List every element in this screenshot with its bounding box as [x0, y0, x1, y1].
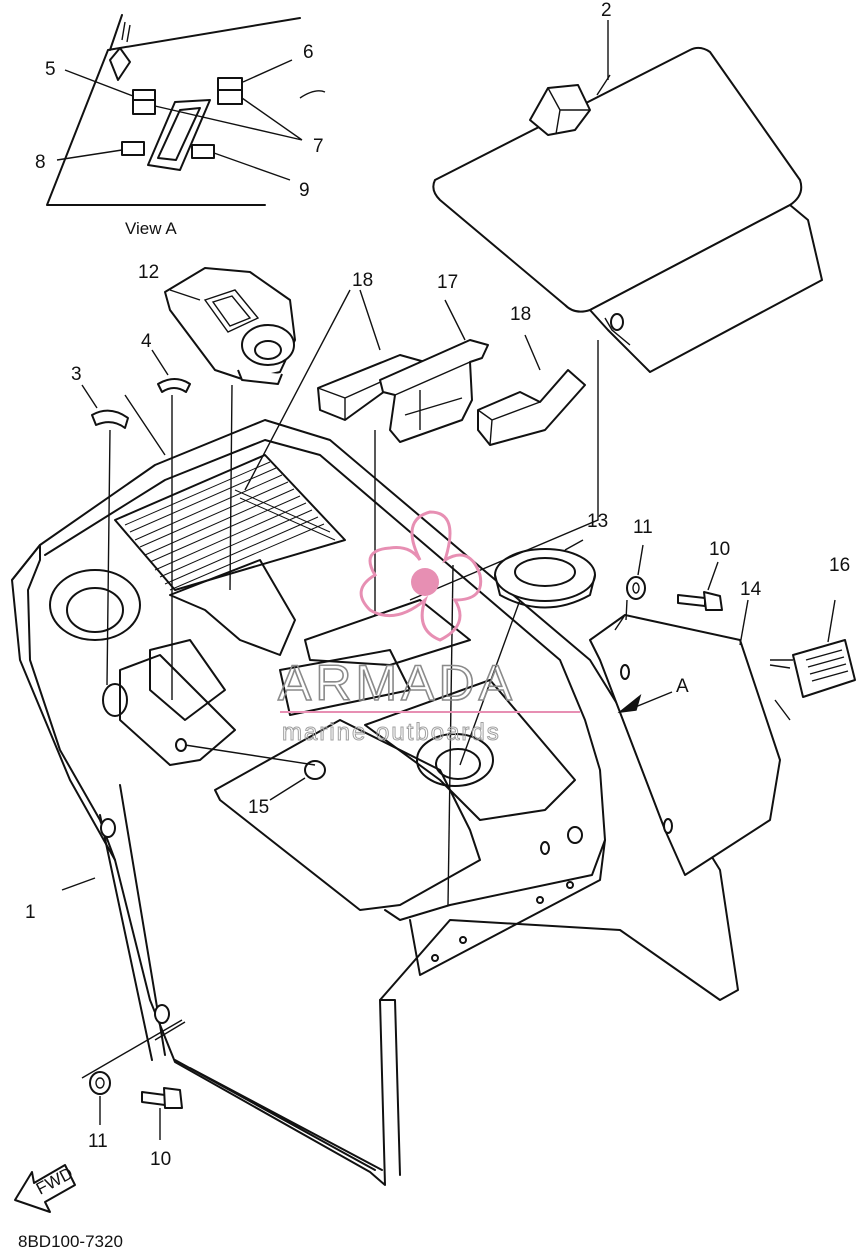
- fwd-arrow-icon: FWD: [14, 1164, 76, 1213]
- watermark-tagline: marine outboards: [282, 719, 501, 746]
- view-a-caption: View A: [125, 219, 177, 238]
- callout-6: 6: [303, 42, 314, 63]
- clip-8-part: [121, 141, 145, 156]
- callout-12: 12: [138, 262, 159, 283]
- callout-15: 15: [248, 797, 269, 818]
- drain-cup: [416, 733, 494, 787]
- grommet-part-13: [494, 548, 596, 609]
- clip-9-part: [191, 144, 215, 159]
- nut-part-11-right: [626, 576, 646, 600]
- bracket-part-17: [379, 339, 489, 443]
- callout-18-left: 18: [352, 270, 373, 291]
- lid-part-2: [432, 46, 823, 373]
- callout-18-right: 18: [510, 304, 531, 325]
- leader-lines: [61, 20, 836, 1140]
- watermark-logo: ARMADA marine outboards: [277, 510, 580, 747]
- plug-part-15: [304, 760, 326, 780]
- nut-part-11-left: [89, 1071, 111, 1095]
- bottom-tray: [214, 719, 481, 911]
- callout-1: 1: [25, 902, 36, 923]
- callout-17: 17: [437, 272, 458, 293]
- trim-part-4: [157, 378, 191, 393]
- callout-4: 4: [141, 331, 152, 352]
- view-arrow-icon: [617, 693, 642, 714]
- callout-9: 9: [299, 180, 310, 201]
- inset-opening: [147, 99, 211, 171]
- callout-5: 5: [45, 59, 56, 80]
- callout-13: 13: [587, 511, 608, 532]
- callout-3: 3: [71, 364, 82, 385]
- callout-10-right: 10: [709, 539, 730, 560]
- console-part-1: [11, 419, 739, 1186]
- callout-11-left: 11: [88, 1131, 108, 1152]
- label-part-16: [769, 639, 856, 721]
- callout-16: 16: [829, 555, 850, 576]
- bolt-part-10-right: [677, 591, 723, 611]
- callout-14: 14: [740, 579, 762, 600]
- drawing-code: 8BD100-7320: [18, 1232, 123, 1251]
- panel-part-14: [589, 614, 781, 876]
- clip-6-part: [217, 77, 243, 91]
- view-arrow-label: A: [676, 676, 689, 697]
- view-a-inset: [46, 14, 326, 206]
- clip-7-part: [132, 99, 156, 115]
- bolt-part-10-left: [141, 1087, 183, 1109]
- watermark-brand: ARMADA: [278, 655, 516, 711]
- callout-labels: 2 5 6 7 8 9 View A 12 18 17 18 4 3 13 11…: [18, 0, 850, 1251]
- callout-11-right: 11: [633, 517, 653, 538]
- holder-part-12: [164, 267, 296, 385]
- callout-8: 8: [35, 152, 46, 173]
- callout-2: 2: [601, 0, 612, 21]
- callout-7: 7: [313, 136, 324, 157]
- trim-part-3: [91, 409, 129, 429]
- callout-10-left: 10: [150, 1149, 171, 1170]
